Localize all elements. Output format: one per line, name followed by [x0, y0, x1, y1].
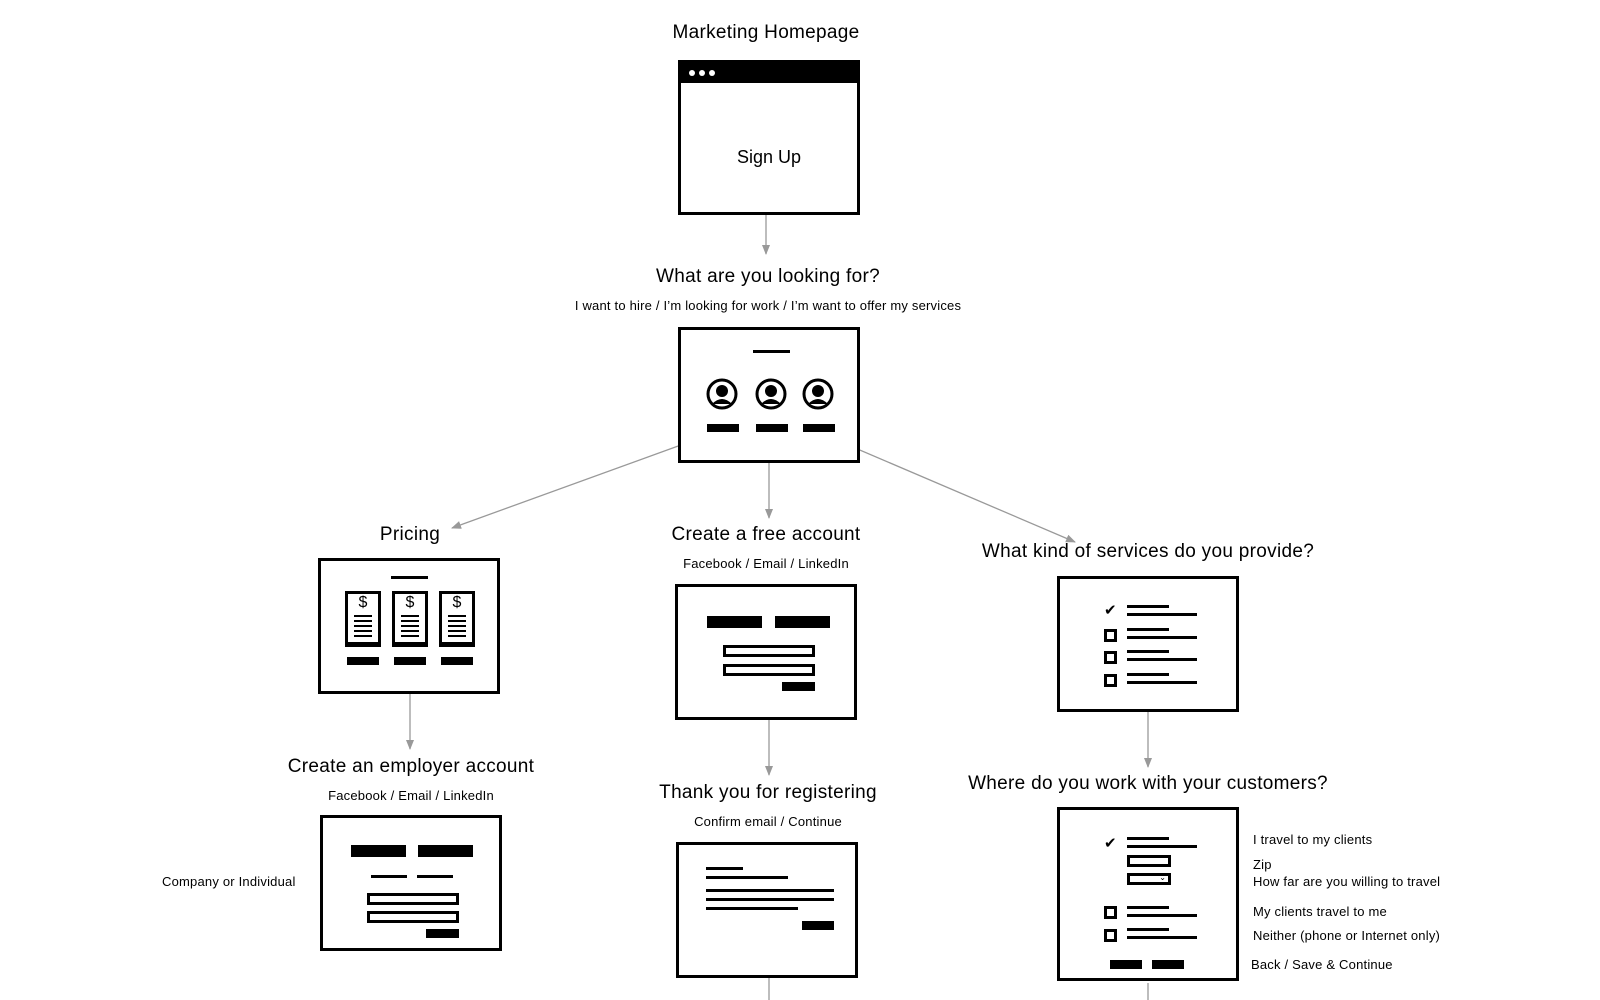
signup-label: Sign Up	[736, 147, 802, 167]
select-plan-button	[441, 657, 473, 665]
price-card: $	[392, 591, 428, 647]
social-login-button	[707, 616, 762, 628]
option-line	[417, 875, 453, 878]
social-login-button	[351, 845, 406, 857]
checkbox-icon	[1104, 651, 1117, 664]
save-continue-button	[1152, 960, 1184, 969]
arrow-looking-to-pricing	[451, 432, 715, 529]
homepage-wireframe: Sign Up	[678, 60, 860, 215]
note-neither: Neither (phone or Internet only)	[1253, 928, 1441, 943]
option-line	[371, 875, 407, 878]
select-plan-button	[394, 657, 426, 665]
note-clients-travel: My clients travel to me	[1253, 904, 1387, 919]
free-account-subtitle: Facebook / Email / LinkedIn	[683, 556, 849, 571]
checkbox-icon	[1104, 629, 1117, 642]
note-travel-to-clients: I travel to my clients	[1253, 832, 1373, 847]
option-button	[803, 424, 835, 432]
where-work-title: Where do you work with your customers?	[968, 773, 1328, 794]
window-dots-icon	[689, 69, 719, 76]
submit-button	[426, 929, 459, 938]
price-card: $	[345, 591, 381, 647]
user-avatar-icon	[706, 378, 738, 410]
back-button	[1110, 960, 1142, 969]
employer-account-title: Create an employer account	[287, 756, 535, 777]
thank-you-wireframe	[676, 842, 858, 978]
looking-for-subtitle: I want to hire / I’m looking for work / …	[574, 298, 962, 313]
zip-field	[1127, 855, 1171, 867]
user-avatar-icon	[802, 378, 834, 410]
checkbox-icon	[1104, 929, 1117, 942]
option-button	[756, 424, 788, 432]
thank-you-title: Thank you for registering	[659, 782, 877, 803]
employer-account-wireframe	[320, 815, 502, 951]
thank-you-subtitle: Confirm email / Continue	[694, 814, 842, 829]
password-field	[723, 664, 815, 676]
pricing-wireframe: $ $ $	[318, 558, 500, 694]
services-wireframe: ✔	[1057, 576, 1239, 712]
checkmark-icon: ✔	[1104, 601, 1117, 619]
submit-button	[782, 682, 815, 691]
free-account-wireframe	[675, 584, 857, 720]
chevron-down-icon: ⌄	[1159, 873, 1166, 882]
heading-line	[391, 576, 428, 579]
heading-line	[753, 350, 790, 353]
dollar-icon: $	[405, 594, 415, 611]
price-card: $	[439, 591, 475, 647]
note-zip: Zip	[1253, 857, 1272, 872]
checkbox-icon	[1104, 906, 1117, 919]
social-login-button	[418, 845, 473, 857]
select-plan-button	[347, 657, 379, 665]
email-field	[723, 645, 815, 657]
looking-for-title: What are you looking for?	[655, 266, 881, 287]
browser-titlebar	[681, 63, 857, 83]
homepage-title: Marketing Homepage	[672, 22, 860, 43]
continue-button	[802, 921, 834, 930]
distance-select: ⌄	[1127, 873, 1171, 885]
note-actions: Back / Save & Continue	[1251, 957, 1393, 972]
where-work-wireframe: ✔ ⌄	[1057, 807, 1239, 981]
password-field	[367, 911, 459, 923]
services-title: What kind of services do you provide?	[981, 541, 1315, 562]
pricing-title: Pricing	[379, 524, 441, 545]
user-avatar-icon	[755, 378, 787, 410]
looking-for-wireframe	[678, 327, 860, 463]
dollar-icon: $	[452, 594, 462, 611]
arrow-looking-to-services	[819, 432, 1076, 543]
checkmark-icon: ✔	[1104, 834, 1117, 852]
checkbox-icon	[1104, 674, 1117, 687]
employer-account-subtitle: Facebook / Email / LinkedIn	[328, 788, 494, 803]
employer-side-note: Company or Individual	[162, 874, 296, 889]
email-field	[367, 893, 459, 905]
dollar-icon: $	[358, 594, 368, 611]
option-button	[707, 424, 739, 432]
free-account-title: Create a free account	[671, 524, 861, 545]
note-how-far: How far are you willing to travel	[1253, 874, 1441, 889]
social-login-button	[775, 616, 830, 628]
